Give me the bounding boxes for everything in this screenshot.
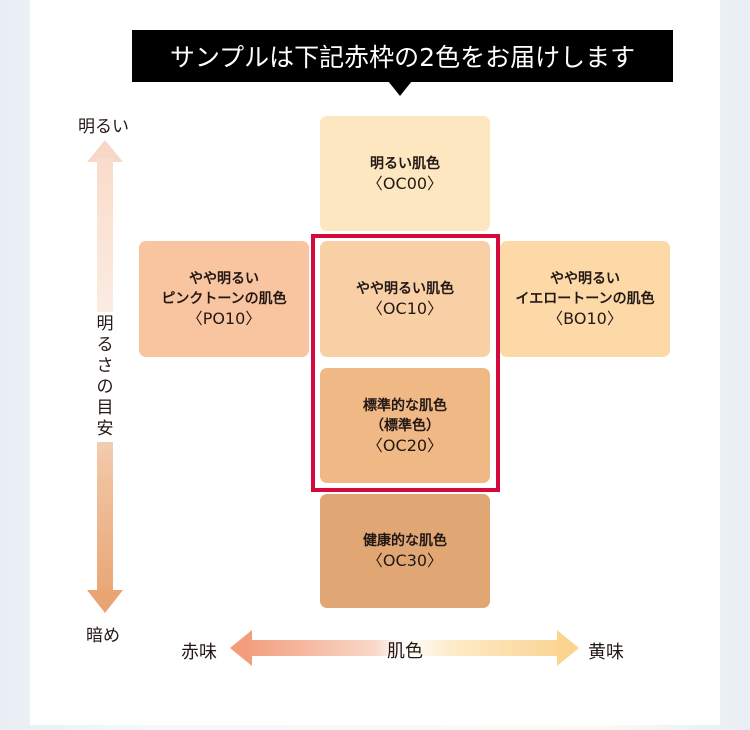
arrow-down-icon bbox=[87, 590, 123, 613]
shade-name: やや明るい bbox=[189, 271, 259, 287]
shade-code: 〈PO10〉 bbox=[186, 309, 262, 328]
shade-code: 〈OC30〉 bbox=[366, 551, 444, 570]
shade-oc10[interactable]: やや明るい肌色 〈OC10〉 bbox=[320, 241, 490, 357]
shade-name: やや明るい肌色 bbox=[356, 281, 454, 297]
sample-banner: サンプルは下記赤枠の2色をお届けします bbox=[132, 30, 673, 82]
shade-bo10[interactable]: やや明るい イエロートーンの肌色 〈BO10〉 bbox=[500, 241, 670, 357]
shade-code: 〈OC00〉 bbox=[366, 173, 444, 193]
banner-pointer bbox=[388, 81, 412, 96]
yellowish-label: 黄味 bbox=[588, 642, 624, 663]
shade-name: 標準的な肌色 bbox=[363, 397, 447, 414]
shade-code: 〈OC10〉 bbox=[366, 299, 444, 318]
arrow-up-icon bbox=[87, 140, 123, 162]
dark-label: 暗め bbox=[86, 626, 120, 646]
skin-tone-axis bbox=[250, 640, 560, 656]
reddish-label: 赤味 bbox=[181, 642, 217, 663]
brightness-axis-title: 明るさの目安 bbox=[94, 312, 116, 442]
shade-name: 明るい肌色 bbox=[370, 155, 440, 172]
shade-code: 〈OC20〉 bbox=[366, 435, 444, 455]
shade-oc00[interactable]: 明るい肌色 〈OC00〉 bbox=[320, 116, 490, 231]
arrow-right-icon bbox=[557, 630, 579, 666]
shade-name: ピンクトーンの肌色 bbox=[161, 291, 287, 307]
shade-sub: （標準色） bbox=[370, 417, 440, 434]
shade-oc30[interactable]: 健康的な肌色 〈OC30〉 bbox=[320, 494, 490, 608]
shade-oc20[interactable]: 標準的な肌色 （標準色） 〈OC20〉 bbox=[320, 368, 490, 483]
shade-name: イエロートーンの肌色 bbox=[515, 291, 655, 307]
skin-tone-axis-title: 肌色 bbox=[387, 641, 423, 662]
shade-name: やや明るい bbox=[550, 271, 620, 287]
arrow-left-icon bbox=[230, 630, 252, 666]
shade-name: 健康的な肌色 bbox=[363, 533, 447, 549]
shade-po10[interactable]: やや明るい ピンクトーンの肌色 〈PO10〉 bbox=[139, 241, 309, 357]
sample-highlight-frame bbox=[311, 234, 500, 492]
shade-code: 〈BO10〉 bbox=[547, 309, 623, 328]
bright-label: 明るい bbox=[78, 117, 129, 137]
